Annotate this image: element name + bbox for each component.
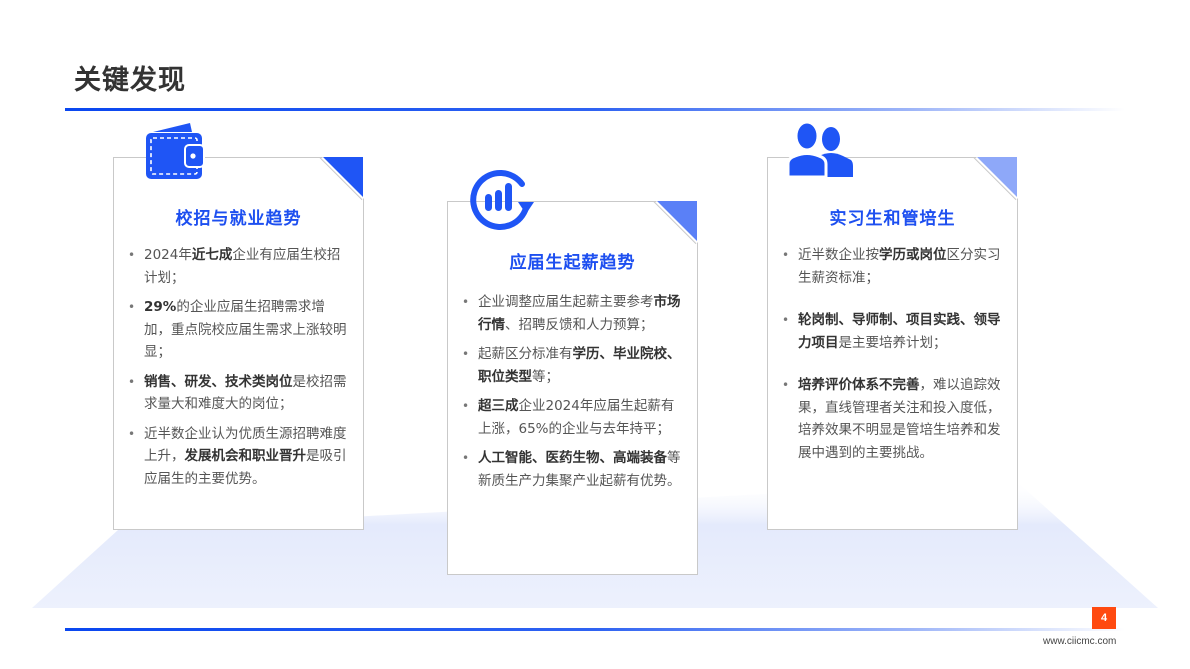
highlight-text: 发展机会和职业晋升 bbox=[184, 448, 306, 464]
website-url: www.ciicmc.com bbox=[1043, 636, 1117, 647]
bullet-list: 2024年近七成企业有应届生校招计划； 29%的企业应届生招聘需求增加，重点院校… bbox=[128, 244, 348, 497]
highlight-text: 市场行情 bbox=[478, 294, 681, 333]
wallet-icon bbox=[146, 123, 205, 179]
body-text: 近半数企业认为优质生源招聘难度上升， bbox=[144, 425, 347, 464]
body-text: 2024年 bbox=[144, 247, 192, 263]
card-interns-trainees: 实习生和管培生 近半数企业按学历或岗位区分实习生薪资标准； 轮岗制、导师制、项目… bbox=[767, 157, 1018, 530]
body-text: 企业有应届生校招计划； bbox=[144, 247, 341, 286]
body-text: 区分实习生薪资标准； bbox=[798, 247, 1001, 286]
list-item: 超三成企业2024年应届生起薪有上涨，65%的企业与去年持平； bbox=[462, 395, 682, 440]
highlight-text: 学历、毕业院校、职位类型 bbox=[478, 346, 681, 385]
list-item: 近半数企业按学历或岗位区分实习生薪资标准； bbox=[782, 244, 1002, 289]
list-item: 2024年近七成企业有应届生校招计划； bbox=[128, 244, 348, 289]
card-title: 实习生和管培生 bbox=[829, 209, 956, 229]
header-divider bbox=[65, 108, 1125, 111]
body-text: 企业2024年应届生起薪有上涨，65%的企业与去年持平； bbox=[478, 398, 675, 437]
body-text: 起薪区分标准有 bbox=[478, 346, 573, 362]
bullet-list: 企业调整应届生起薪主要参考市场行情、招聘反馈和人力预算； 起薪区分标准有学历、毕… bbox=[462, 291, 682, 499]
body-text: 、招聘反馈和人力预算； bbox=[505, 316, 654, 333]
bullet-list: 近半数企业按学历或岗位区分实习生薪资标准； 轮岗制、导师制、项目实践、领导力项目… bbox=[782, 244, 1002, 471]
highlight-text: 近七成 bbox=[191, 247, 233, 263]
highlight-text: 超三成 bbox=[478, 398, 519, 414]
users-icon bbox=[786, 120, 853, 179]
list-item: 近半数企业认为优质生源招聘难度上升，发展机会和职业晋升是吸引应届生的主要优势。 bbox=[128, 423, 348, 491]
list-item: 人工智能、医药生物、高端装备等新质生产力集聚产业起薪有优势。 bbox=[462, 447, 682, 492]
card-title: 校招与就业趋势 bbox=[175, 209, 302, 229]
list-item: 企业调整应届生起薪主要参考市场行情、招聘反馈和人力预算； bbox=[462, 291, 682, 336]
highlight-text: 学历或岗位 bbox=[879, 247, 947, 263]
highlight-text: 培养评价体系不完善 bbox=[798, 377, 920, 393]
footer-divider bbox=[65, 628, 1125, 631]
body-text: 近半数企业按 bbox=[798, 247, 879, 263]
body-text: 等新质生产力集聚产业起薪有优势。 bbox=[478, 450, 681, 489]
body-text: 企业调整应届生起薪主要参考 bbox=[478, 294, 654, 310]
list-item: 轮岗制、导师制、项目实践、领导力项目是主要培养计划； bbox=[782, 309, 1002, 354]
body-text: 的企业应届生招聘需求增加，重点院校应届生需求上涨较明显； bbox=[144, 299, 347, 360]
page-title: 关键发现 bbox=[74, 65, 186, 96]
highlight-text: 轮岗制、导师制、项目实践、领导力项目 bbox=[798, 312, 1001, 351]
body-text: 等； bbox=[532, 368, 559, 385]
card-title: 应届生起薪趋势 bbox=[509, 253, 636, 273]
card-starting-salary: 应届生起薪趋势 企业调整应届生起薪主要参考市场行情、招聘反馈和人力预算； 起薪区… bbox=[447, 201, 698, 575]
body-text: 是吸引应届生的主要优势。 bbox=[144, 448, 347, 487]
body-text: ，难以追踪效果，直线管理者关注和投入度低，培养效果不明显是管培生培养和发展中遇到… bbox=[798, 377, 1001, 461]
highlight-text: 人工智能、医药生物、高端装备 bbox=[478, 450, 667, 466]
card-campus-recruiting: 校招与就业趋势 2024年近七成企业有应届生校招计划； 29%的企业应届生招聘需… bbox=[113, 157, 364, 530]
highlight-text: 销售、研发、技术类岗位 bbox=[144, 373, 293, 390]
highlight-text: 29% bbox=[144, 299, 177, 315]
list-item: 销售、研发、技术类岗位是校招需求量大和难度大的岗位； bbox=[128, 371, 348, 416]
growth-chart-icon bbox=[470, 169, 534, 230]
list-item: 起薪区分标准有学历、毕业院校、职位类型等； bbox=[462, 343, 682, 388]
list-item: 29%的企业应届生招聘需求增加，重点院校应届生需求上涨较明显； bbox=[128, 296, 348, 364]
body-text: 是校招需求量大和难度大的岗位； bbox=[144, 373, 347, 412]
page-number-badge: 4 bbox=[1092, 607, 1116, 629]
list-item: 培养评价体系不完善，难以追踪效果，直线管理者关注和投入度低，培养效果不明显是管培… bbox=[782, 374, 1002, 464]
body-text: 是主要培养计划； bbox=[838, 334, 947, 351]
